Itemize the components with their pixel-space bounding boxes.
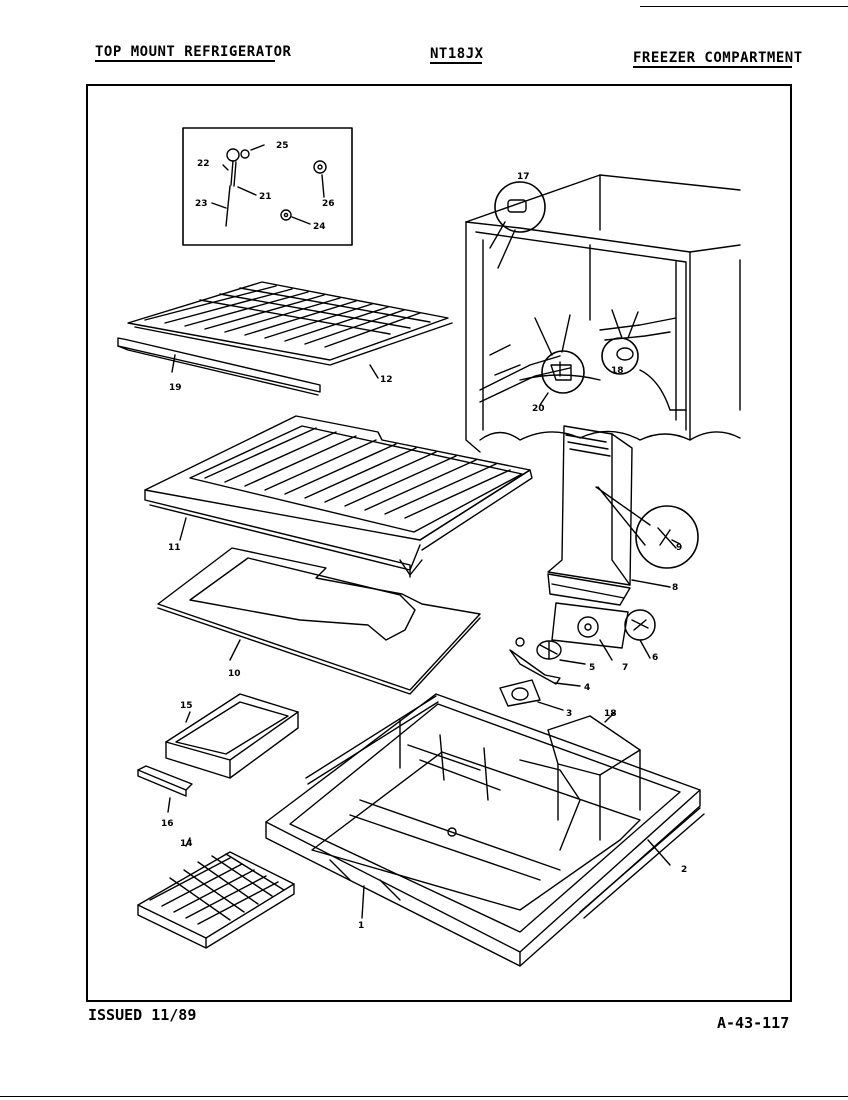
header-title: TOP MOUNT REFRIGERATOR <box>95 44 292 60</box>
callout-10: 10 <box>228 669 241 679</box>
bottom-rule <box>0 1096 848 1097</box>
callout-2: 2 <box>681 865 687 875</box>
inset-hardware-box <box>182 127 353 246</box>
model-underline <box>430 62 482 64</box>
callout-9: 9 <box>676 543 682 553</box>
fan-motor-assembly <box>499 602 656 711</box>
callout-15: 15 <box>180 701 193 711</box>
glass-panel-10 <box>157 547 481 695</box>
callout-21: 21 <box>259 192 272 202</box>
evaporator-cover-8 <box>547 425 699 606</box>
ice-cube-tray-14 <box>137 837 295 949</box>
callout-14: 14 <box>180 839 193 849</box>
callout-18-floor: 18 <box>604 709 617 719</box>
issued-date: ISSUED 11/89 <box>88 1006 197 1024</box>
freezer-floor-1 <box>265 693 705 967</box>
section-underline <box>633 66 792 68</box>
diagram-frame <box>86 84 792 1002</box>
callout-5: 5 <box>589 663 595 673</box>
callout-6: 6 <box>652 653 658 663</box>
callout-26: 26 <box>322 199 335 209</box>
callout-25: 25 <box>276 141 289 151</box>
callout-16: 16 <box>161 819 174 829</box>
freezer-liner-cabinet <box>465 174 741 453</box>
callout-19: 19 <box>169 383 182 393</box>
callout-7: 7 <box>622 663 628 673</box>
shelf-frame-11 <box>144 415 533 578</box>
wire-shelf-12 <box>117 281 453 396</box>
document-number: A-43-117 <box>717 1014 790 1032</box>
callout-24: 24 <box>313 222 326 232</box>
model-number: NT18JX <box>430 46 484 62</box>
callout-23: 23 <box>195 199 208 209</box>
callout-11: 11 <box>168 543 181 553</box>
ice-bin-15 <box>137 693 299 813</box>
callout-4: 4 <box>584 683 590 693</box>
callout-17: 17 <box>517 172 530 182</box>
header-title-underline <box>95 60 275 62</box>
callout-20: 20 <box>532 404 545 414</box>
callout-8: 8 <box>672 583 678 593</box>
callout-22: 22 <box>197 159 210 169</box>
section-title: FREEZER COMPARTMENT <box>633 50 803 66</box>
callout-3: 3 <box>566 709 572 719</box>
top-rule <box>640 6 848 7</box>
callout-12: 12 <box>380 375 393 385</box>
callout-18-cabinet: 18 <box>611 366 624 376</box>
callout-1: 1 <box>358 921 364 931</box>
